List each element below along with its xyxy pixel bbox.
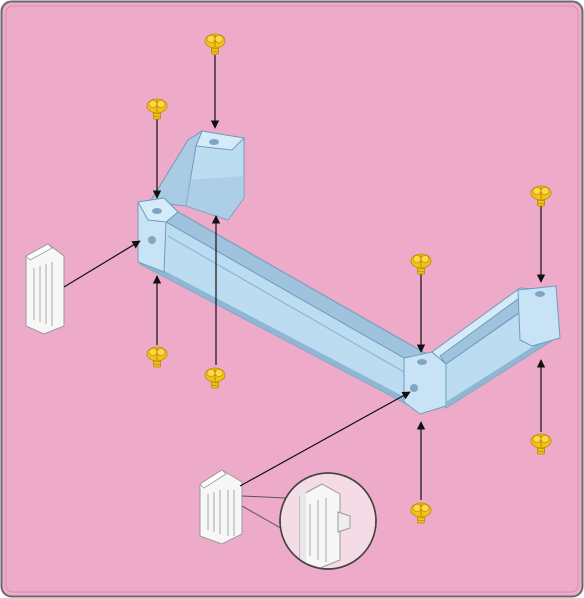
hole xyxy=(535,291,545,297)
hole xyxy=(209,139,219,145)
end-clip-bottom xyxy=(200,470,242,544)
hole xyxy=(152,208,162,214)
hole xyxy=(148,236,156,244)
end-clip-left xyxy=(26,244,64,334)
hole xyxy=(417,359,427,365)
hole xyxy=(410,384,418,392)
